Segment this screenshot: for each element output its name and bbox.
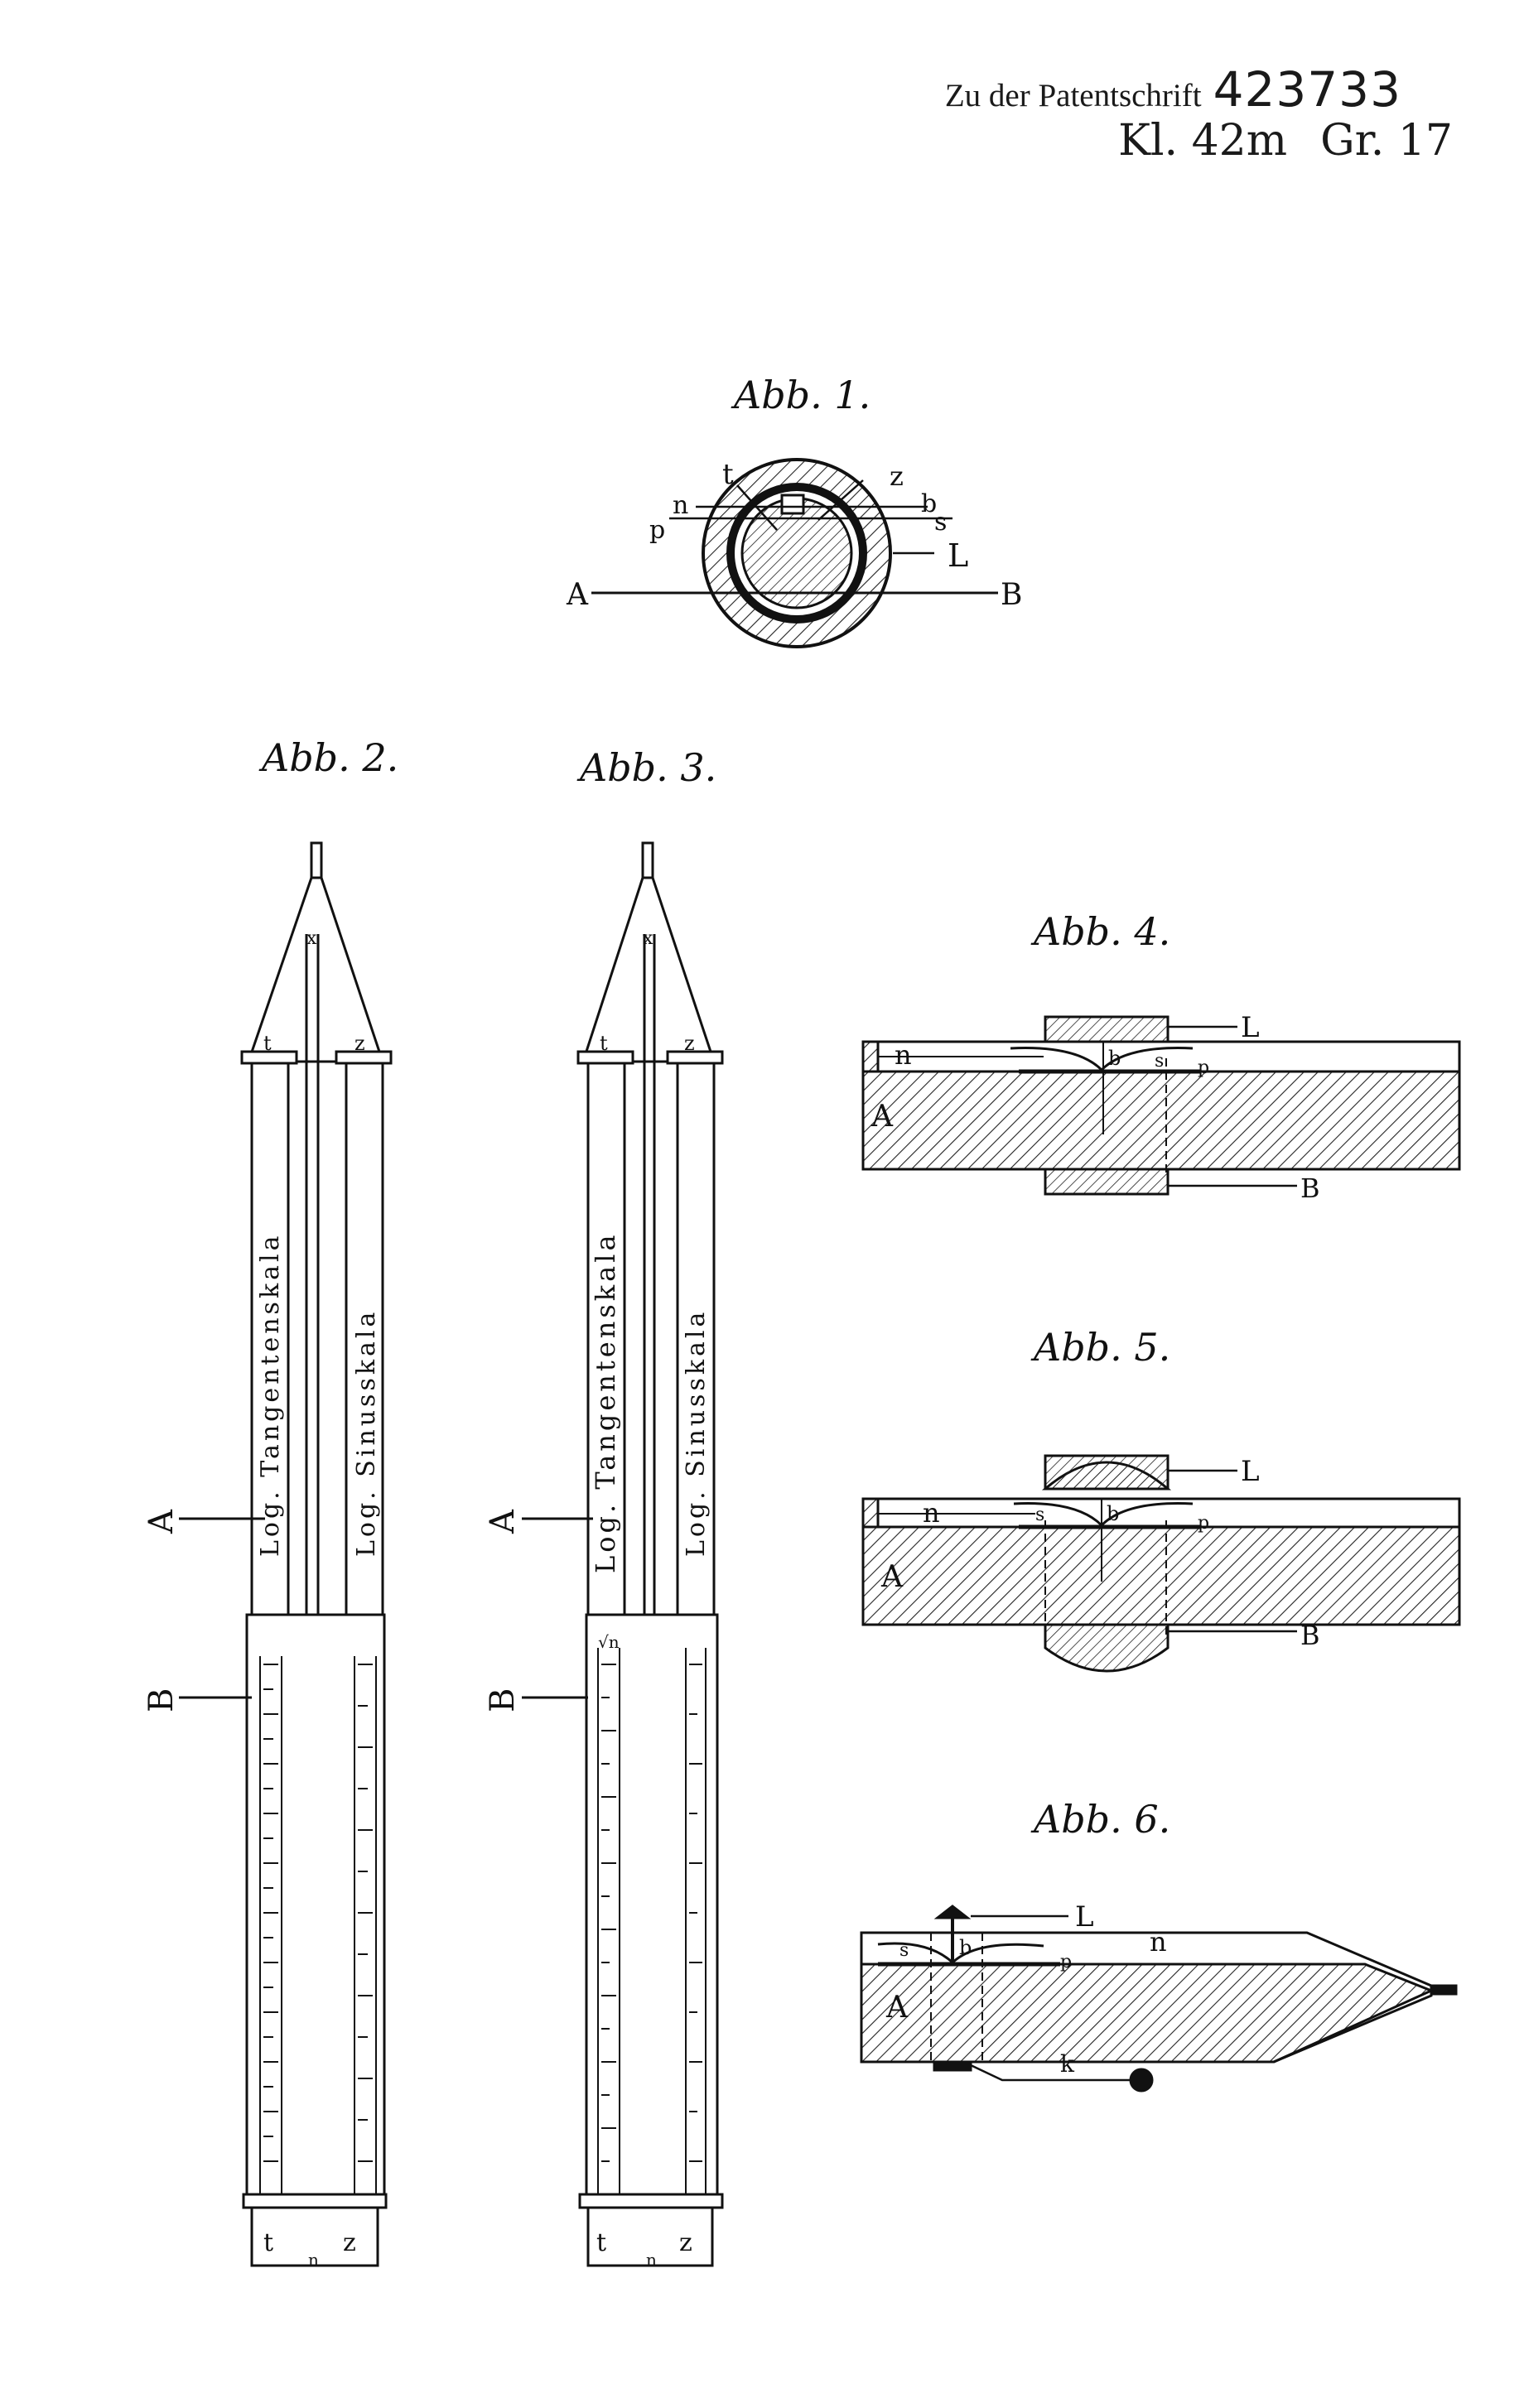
fig1-cross-section (591, 460, 998, 647)
fig4-label-p: p (1198, 1057, 1209, 1078)
fig5-label-p: p (1198, 1513, 1209, 1534)
fig3-label-z: z (684, 1032, 695, 1055)
fig6-label-k: k (1060, 2050, 1075, 2078)
fig4-label-L: L (1241, 1011, 1260, 1044)
fig3-tangent-scale-label: Log. Tangentenskala (590, 1231, 621, 1573)
fig1-label-s: s (934, 508, 947, 537)
fig2-label-t: t (263, 1032, 272, 1055)
fig1-label-A: A (566, 578, 589, 612)
fig3-label-A: A (484, 1509, 522, 1534)
fig3-sine-scale-label: Log. Sinusskala (682, 1309, 711, 1557)
fig1-clip (782, 495, 803, 513)
fig4-label-s: s (1155, 1051, 1164, 1072)
fig6-label-A: A (885, 1991, 909, 2025)
fig6-label-b: b (959, 1936, 972, 1959)
fig2-label-x: x (306, 928, 317, 949)
fig5-label-L: L (1241, 1455, 1260, 1488)
fig2-label-t-bottom: t (263, 2228, 273, 2257)
fig4-label-A: A (871, 1100, 894, 1134)
fig4-label-B: B (1300, 1173, 1320, 1204)
fig6-label-p: p (1060, 1952, 1072, 1972)
fig1-label-z: z (890, 460, 904, 492)
fig3-label-x: x (643, 928, 653, 949)
fig1-label-n: n (673, 491, 688, 520)
fig5-label-n: n (923, 1497, 940, 1529)
fig1-label-L: L (948, 537, 968, 574)
fig2-label-n: n (308, 2250, 319, 2270)
fig3-label-t-bottom: t (596, 2228, 606, 2257)
fig1-label-B: B (1001, 578, 1022, 612)
fig3-label-B: B (484, 1688, 522, 1712)
fig3-label-t: t (600, 1032, 608, 1055)
fig2-tangent-scale-label: Log. Tangentenskala (256, 1233, 285, 1558)
fig2-label-A: A (142, 1509, 181, 1534)
fig3-label-root: √n (598, 1632, 620, 1652)
fig4-label-n: n (895, 1039, 912, 1071)
fig1-core (742, 498, 851, 608)
fig5-label-b: b (1107, 1502, 1119, 1525)
fig2-label-B: B (142, 1688, 181, 1712)
fig2-label-z: z (354, 1032, 365, 1055)
fig3-label-n: n (646, 2250, 657, 2270)
fig6-label-L: L (1075, 1900, 1094, 1934)
fig2-sine-scale-label: Log. Sinusskala (352, 1309, 381, 1557)
fig5-label-B: B (1300, 1620, 1320, 1651)
fig5-section (863, 1456, 1459, 1671)
fig5-label-s: s (1035, 1505, 1044, 1525)
fig2-label-z-bottom: z (343, 2228, 356, 2257)
fig4-label-b: b (1108, 1047, 1121, 1070)
fig6-label-s: s (899, 1940, 909, 1961)
fig4-section (863, 1017, 1459, 1194)
fig6-label-n: n (1150, 1926, 1167, 1958)
fig1-label-p: p (649, 516, 665, 545)
fig1-label-t: t (722, 458, 734, 491)
fig5-label-A: A (880, 1560, 904, 1594)
fig3-label-z-bottom: z (679, 2228, 692, 2257)
